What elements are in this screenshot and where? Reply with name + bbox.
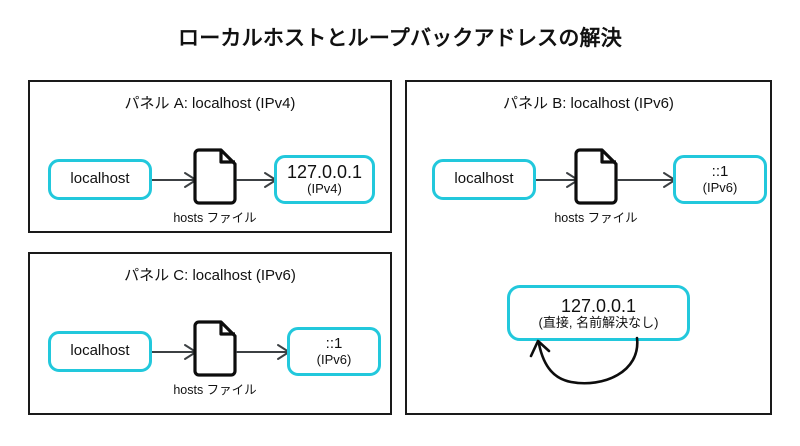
panel-a-target-address: 127.0.0.1 xyxy=(286,162,363,183)
panel-a-arrow-hosts-to-target xyxy=(236,168,278,192)
panel-c-source-node[interactable]: localhost xyxy=(48,331,152,372)
panel-c-target-node[interactable]: ::1 (IPv6) xyxy=(287,327,381,376)
panel-c-source-label: localhost xyxy=(70,342,130,360)
panel-a-hosts-label: hosts ファイル xyxy=(173,211,257,225)
panel-a-target-family: (IPv4) xyxy=(307,181,342,197)
panel-c-arrow-hosts-to-target xyxy=(236,340,291,364)
panel-c-hosts-label: hosts ファイル xyxy=(173,383,257,397)
panel-b-loopback-arrow xyxy=(525,336,647,390)
panel-a-source-node[interactable]: localhost xyxy=(48,159,152,200)
panel-b-arrow-hosts-to-target xyxy=(617,168,677,192)
panel-a-flow: localhost 127.0.0.1 (IPv4) hosts ファイル xyxy=(30,145,390,225)
panel-b-target-family: (IPv6) xyxy=(702,179,738,195)
panel-c-title: パネル C: localhost (IPv6) xyxy=(124,267,296,284)
panel-c-target-address: ::1 xyxy=(325,334,343,352)
panel-b-source-node[interactable]: localhost xyxy=(432,159,536,200)
panel-b-target-node[interactable]: ::1 (IPv6) xyxy=(673,155,767,204)
panel-b-direct-node[interactable]: 127.0.0.1 (直接, 名前解決なし) xyxy=(507,285,690,341)
document-icon xyxy=(192,148,238,205)
panel-b: パネル B: localhost (IPv6) localhost ::1 xyxy=(405,80,772,415)
document-icon xyxy=(192,320,238,377)
panel-b-direct-address: 127.0.0.1 xyxy=(560,295,637,316)
panel-c: パネル C: localhost (IPv6) localhost ::1 xyxy=(28,252,392,415)
panel-c-flow: localhost ::1 (IPv6) hosts ファイル xyxy=(30,317,390,397)
document-icon xyxy=(573,148,619,205)
panel-a-source-label: localhost xyxy=(70,170,130,188)
panel-b-hosts-label: hosts ファイル xyxy=(554,211,638,225)
panel-b-target-address: ::1 xyxy=(711,162,729,180)
panel-a-target-node[interactable]: 127.0.0.1 (IPv4) xyxy=(274,155,375,204)
panel-b-flow: localhost ::1 (IPv6) hosts ファイル xyxy=(407,145,770,225)
panel-b-source-label: localhost xyxy=(454,170,514,188)
panel-c-target-family: (IPv6) xyxy=(316,351,352,367)
panel-b-direct-note: (直接, 名前解決なし) xyxy=(538,314,659,330)
panel-a: パネル A: localhost (IPv4) localhost 127. xyxy=(28,80,392,233)
panel-a-title: パネル A: localhost (IPv4) xyxy=(124,95,296,112)
page-title: ローカルホストとループバックアドレスの解決 xyxy=(178,27,622,50)
panel-b-title: パネル B: localhost (IPv6) xyxy=(503,95,674,112)
